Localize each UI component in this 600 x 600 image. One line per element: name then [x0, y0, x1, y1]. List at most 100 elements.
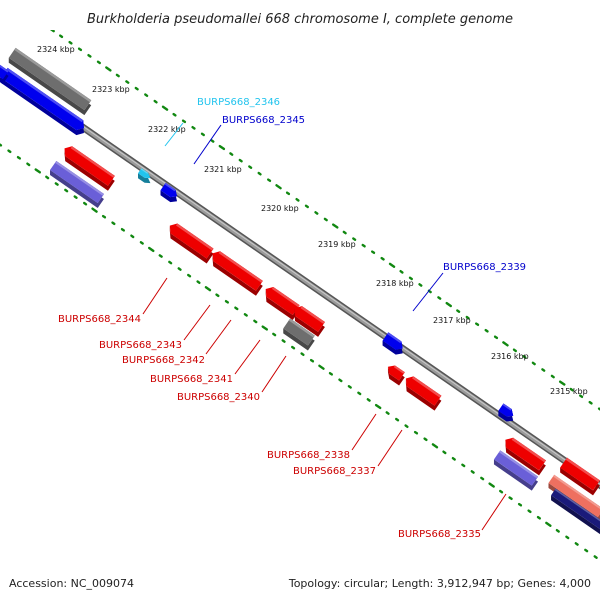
tick-mark	[597, 407, 600, 411]
tick-mark	[248, 165, 253, 169]
feature-salmon-right[interactable]	[548, 474, 600, 523]
leader-line	[261, 355, 287, 393]
feature-navy-right[interactable]	[551, 488, 600, 535]
tick-mark	[49, 30, 55, 33]
tick-mark	[569, 387, 574, 392]
tick-mark	[26, 162, 31, 167]
feature-blue-2339[interactable]	[382, 332, 403, 355]
tick-mark	[139, 241, 144, 245]
feature-red-2342[interactable]	[265, 286, 300, 321]
feature-red-right[interactable]	[505, 437, 546, 476]
tick-mark	[508, 496, 513, 500]
tick-mark	[470, 470, 475, 474]
feature-red-2338[interactable]	[387, 365, 405, 386]
leader-line	[481, 493, 507, 531]
tick-mark	[134, 86, 139, 91]
gene-label-burps668-2335[interactable]: BURPS668_2335	[398, 529, 481, 540]
tick-mark	[281, 339, 286, 343]
gene-label-burps668-2337[interactable]: BURPS668_2337	[293, 466, 376, 477]
tick-mark	[323, 217, 328, 222]
gene-label-burps668-2340[interactable]: BURPS668_2340	[177, 392, 260, 403]
kbp-label: 2323 kbp	[92, 85, 130, 94]
tick-mark	[168, 260, 173, 265]
tick-mark	[484, 328, 489, 333]
tick-mark	[418, 283, 423, 287]
tick-mark	[559, 380, 566, 386]
tick-mark	[318, 364, 325, 370]
feature-blue-2323[interactable]	[0, 67, 84, 136]
tick-mark	[41, 23, 43, 24]
feature-gray-2340[interactable]	[283, 318, 315, 351]
tick-mark	[488, 482, 495, 488]
tick-mark	[300, 352, 305, 356]
tick-mark	[385, 411, 390, 415]
tick-mark	[7, 149, 12, 154]
tick-mark	[404, 424, 409, 428]
gene-label-burps668-2339[interactable]: BURPS668_2339	[443, 262, 526, 273]
leader-line	[234, 339, 261, 375]
feature-purple-upper[interactable]	[50, 160, 104, 209]
tick-mark	[291, 345, 296, 350]
tick-mark	[54, 182, 59, 186]
feature-red-2343[interactable]	[212, 251, 263, 296]
tick-mark	[423, 437, 428, 442]
feature-red-2344[interactable]	[169, 223, 214, 264]
tick-mark	[275, 184, 282, 190]
feature-red-upper[interactable]	[64, 146, 115, 191]
tick-mark	[536, 515, 541, 520]
tick-mark	[512, 348, 517, 353]
tick-mark	[285, 191, 291, 196]
feature-red-right-edge[interactable]	[560, 457, 600, 496]
tick-mark	[91, 207, 98, 213]
feature-purple-2335[interactable]	[493, 450, 539, 491]
tick-mark	[13, 3, 15, 4]
accession-text: Accession: NC_009074	[9, 577, 134, 590]
kbp-label: 2315 kbp	[550, 387, 588, 396]
leader-line	[142, 277, 168, 315]
tick-mark	[0, 143, 3, 147]
feature-blue-edge[interactable]	[0, 63, 9, 85]
tick-mark	[374, 403, 382, 410]
gene-label-burps668-2346[interactable]: BURPS668_2346	[197, 97, 280, 108]
tick-mark	[125, 80, 130, 84]
tick-mark	[437, 296, 442, 300]
feature-red-2337[interactable]	[405, 376, 442, 411]
gene-label-burps668-2338[interactable]: BURPS668_2338	[267, 450, 350, 461]
leader-line	[377, 429, 403, 467]
tick-mark	[96, 60, 102, 65]
feature-cyan-2346[interactable]	[138, 168, 151, 184]
tick-mark	[101, 214, 107, 219]
kbp-label: 2320 kbp	[261, 204, 299, 213]
feature-red-2341[interactable]	[294, 306, 325, 337]
tick-mark	[172, 112, 177, 117]
tick-mark	[304, 204, 309, 209]
tick-mark	[68, 40, 73, 45]
tick-mark	[218, 144, 226, 151]
gene-label-burps668-2341[interactable]: BURPS668_2341	[150, 374, 233, 385]
feature-blue-small[interactable]	[498, 403, 514, 422]
tick-mark	[342, 230, 347, 235]
gene-label-burps668-2345[interactable]: BURPS668_2345	[222, 115, 305, 126]
gene-label-burps668-2343[interactable]: BURPS668_2343	[99, 340, 182, 351]
tick-mark	[177, 267, 182, 271]
tick-mark	[357, 391, 362, 396]
tick-mark	[502, 341, 509, 347]
tick-mark	[59, 34, 64, 39]
backbone-line	[0, 65, 600, 490]
gene-label-burps668-2344[interactable]: BURPS668_2344	[58, 314, 141, 325]
tick-mark	[480, 476, 485, 481]
feature-gray-2324[interactable]	[8, 47, 92, 116]
tick-mark	[64, 188, 69, 193]
tick-mark	[153, 99, 158, 104]
tick-mark	[588, 400, 593, 405]
gene-label-burps668-2342[interactable]: BURPS668_2342	[122, 355, 205, 366]
tick-mark	[115, 73, 120, 78]
tick-mark	[527, 509, 532, 514]
feature-blue-2345[interactable]	[160, 182, 178, 203]
tick-mark	[380, 256, 385, 261]
tick-mark	[73, 195, 78, 199]
tick-mark	[158, 254, 163, 258]
tick-mark	[210, 139, 215, 143]
